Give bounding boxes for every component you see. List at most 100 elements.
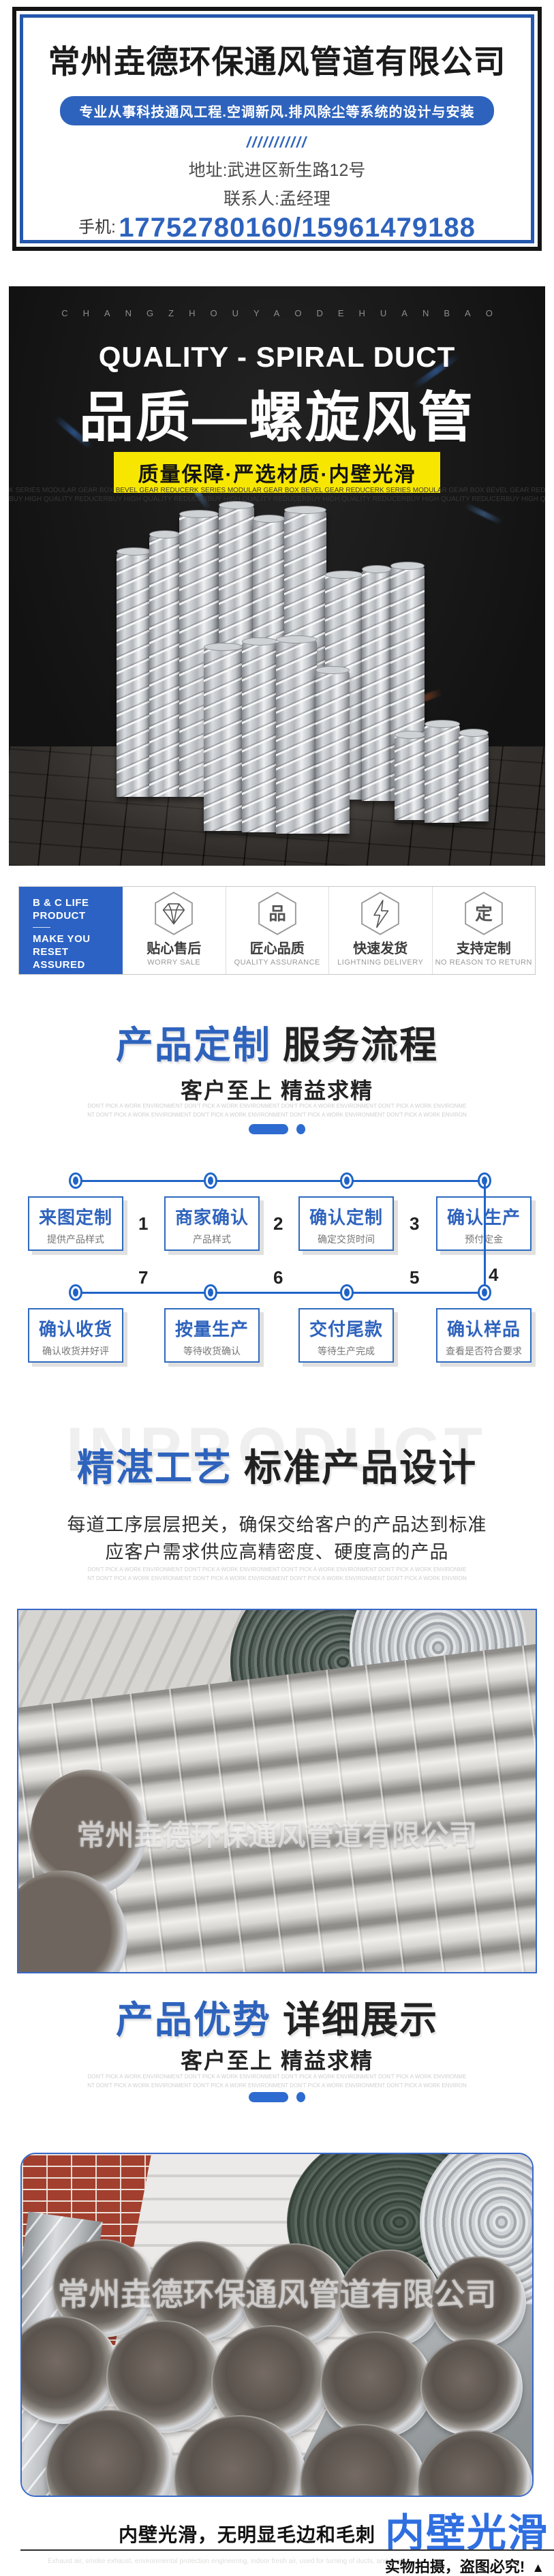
phone-label: 手机: bbox=[78, 218, 116, 237]
flow-step-subtitle: 确认收货并好评 bbox=[42, 1346, 109, 1357]
phone-row: 手机: 17752780160/15961479188 bbox=[23, 213, 531, 243]
section-title-rest: 标准产品设计 bbox=[244, 1446, 478, 1489]
flow-step-title: 按量生产 bbox=[174, 1319, 249, 1339]
footer-caption-row: 内壁光滑，无明显毛边和毛刺 内壁光滑 bbox=[0, 2514, 549, 2554]
flow-step-subtitle: 确定交货时间 bbox=[318, 1234, 375, 1245]
flow-step-subtitle: 等待收货确认 bbox=[183, 1346, 241, 1357]
section-subtitle: 客户至上 精益求精 bbox=[181, 2048, 373, 2073]
hero-brand-letters: CHANGZHOUYAODEHUANBAO bbox=[61, 308, 508, 318]
section-title-flow: 产品定制 服务流程 bbox=[0, 1014, 554, 1069]
phone-numbers: 17752780160/15961479188 bbox=[119, 213, 476, 243]
hero-marquee-line2: BUY HIGH QUALITY REDUCERBUY HIGH QUALITY… bbox=[9, 496, 545, 503]
flow-number: 6 bbox=[273, 1267, 283, 1288]
flow-step: 按量生产 等待收货确认 bbox=[164, 1308, 260, 1363]
header-card: 常州垚德环保通风管道有限公司 专业从事科技通风工程.空调新风.排风除尘等系统的设… bbox=[12, 7, 542, 251]
tagline-pill: 专业从事科技通风工程.空调新风.排风除尘等系统的设计与安装 bbox=[60, 96, 494, 125]
gem-icon bbox=[155, 892, 194, 935]
feature-title: 匠心品质 bbox=[249, 941, 305, 956]
flow-node bbox=[204, 1284, 217, 1301]
spiral-duct-pipe bbox=[316, 666, 350, 834]
flow-step-title: 交付尾款 bbox=[309, 1319, 383, 1339]
panel-line: PRODUCT bbox=[33, 910, 86, 922]
spiral-duct-pipe bbox=[459, 729, 489, 821]
hero-banner: CHANGZHOUYAODEHUANBAO QUALITY - SPIRAL D… bbox=[9, 286, 545, 866]
photo-watermark: 常州垚德环保通风管道有限公司 bbox=[76, 1819, 478, 1852]
panel-divider bbox=[33, 927, 50, 928]
flow-step: 交付尾款 等待生产完成 bbox=[298, 1308, 394, 1363]
blue-dash-decoration bbox=[0, 2091, 554, 2104]
flow-number: 2 bbox=[273, 1213, 283, 1234]
flow-node bbox=[69, 1172, 82, 1189]
section-title-craft: 精湛工艺 标准产品设计 bbox=[0, 1437, 554, 1491]
hero-title-cn: 品质—螺旋风管 bbox=[79, 387, 475, 448]
photo-watermark: 常州垚德环保通风管道有限公司 bbox=[57, 2277, 497, 2313]
flow-node bbox=[478, 1284, 491, 1301]
panel-line: RESET ASSURED bbox=[33, 946, 85, 971]
section-title-accent: 产品优势 bbox=[115, 1999, 271, 2041]
flow-step-subtitle: 提供产品样式 bbox=[47, 1234, 104, 1245]
product-photo-duct-ends: 常州垚德环保通风管道有限公司 bbox=[20, 2153, 534, 2497]
flow-step-title: 确认生产 bbox=[437, 1204, 530, 1229]
flow-node bbox=[204, 1172, 217, 1189]
section-title-rest: 详细展示 bbox=[283, 1999, 439, 2041]
duct-opening bbox=[339, 2249, 441, 2348]
spiral-duct-pipe bbox=[149, 530, 181, 797]
header-card-inner: 常州垚德环保通风管道有限公司 专业从事科技通风工程.空调新风.排风除尘等系统的设… bbox=[20, 14, 534, 243]
feature-item-quality: 品 匠心品质 QUALITY ASSURANCE bbox=[225, 887, 329, 974]
section-subtitle: 客户至上 精益求精 bbox=[181, 1078, 373, 1103]
footer-caption: 内壁光滑，无明显毛边和毛刺 bbox=[118, 2524, 375, 2545]
feature-subtitle: NO REASON TO RETURN bbox=[435, 958, 532, 967]
flow-connector-line bbox=[484, 1180, 486, 1293]
flow-step-title: 商家确认 bbox=[174, 1207, 249, 1228]
craft-paragraph-line2: 应客户需求供应高精密度、硬度高的产品 bbox=[105, 1542, 449, 1562]
flow-line bbox=[76, 1180, 484, 1182]
spiral-duct-pipe bbox=[395, 731, 426, 820]
flow-step-subtitle: 产品样式 bbox=[193, 1234, 231, 1245]
address-text: 地址:武进区新生路12号 bbox=[188, 161, 366, 180]
flow-line bbox=[76, 1292, 484, 1294]
spiral-duct-pipe bbox=[204, 643, 243, 831]
feature-subtitle: WORRY SALE bbox=[147, 958, 201, 967]
product-photo-stacked-ducts: 常州垚德环保通风管道有限公司 bbox=[17, 1609, 537, 1973]
service-flow-diagram: 来图定制 提供产品样式 商家确认 产品样式 确认定制 确定交货时间 确认生产 预… bbox=[18, 1155, 536, 1380]
panel-line: MAKE YOU bbox=[33, 933, 91, 945]
feature-item-custom: 定 支持定制 NO REASON TO RETURN bbox=[431, 887, 536, 974]
hero-title-en: QUALITY - SPIRAL DUCT bbox=[98, 341, 456, 373]
flow-step: 确认定制 确定交货时间 bbox=[298, 1196, 394, 1251]
flow-step-title: 来图定制 bbox=[38, 1207, 112, 1228]
flow-step: 确认收货 确认收货并好评 bbox=[28, 1308, 123, 1363]
slashes-decoration: /////////// bbox=[246, 134, 308, 151]
fineprint-text: DON'T PICK A WORK ENVIRONMENT DON'T PICK… bbox=[87, 1566, 467, 1581]
flow-step: 确认样品 查看是否符合要求 bbox=[436, 1308, 532, 1363]
flow-number: 7 bbox=[138, 1267, 149, 1288]
flow-step-subtitle: 查看是否符合要求 bbox=[446, 1346, 522, 1357]
company-name: 常州垚德环保通风管道有限公司 bbox=[48, 44, 506, 80]
flow-node bbox=[69, 1284, 82, 1301]
duct-opening bbox=[299, 2423, 426, 2496]
lightning-icon bbox=[361, 892, 400, 935]
flow-node bbox=[340, 1284, 354, 1301]
feature-item-after-sale: 贴心售后 WORRY SALE bbox=[123, 887, 226, 974]
duct-opening bbox=[22, 2316, 119, 2424]
hero-product-image bbox=[104, 453, 499, 835]
feature-title: 支持定制 bbox=[456, 941, 511, 956]
feature-subtitle: LIGHTNING DELIVERY bbox=[337, 958, 424, 967]
features-brand-panel: B & C LIFE PRODUCT MAKE YOU RESET ASSURE… bbox=[19, 887, 123, 974]
duct-opening bbox=[320, 2331, 433, 2439]
flow-step: 来图定制 提供产品样式 bbox=[28, 1196, 123, 1251]
svg-text:定: 定 bbox=[475, 903, 493, 924]
flow-number: 5 bbox=[410, 1267, 420, 1288]
hero-marquee-line1: K SERIES MODULAR GEAR BOX BEVEL GEAR RED… bbox=[9, 487, 545, 494]
section-title-rest: 服务流程 bbox=[283, 1024, 439, 1066]
footer-divider bbox=[20, 2549, 554, 2551]
feature-title: 贴心售后 bbox=[147, 941, 202, 956]
craft-watermark: INPRODUCT bbox=[66, 1415, 488, 1485]
spiral-duct-pipe bbox=[276, 635, 317, 834]
fineprint-text: DON'T PICK A WORK ENVIRONMENT DON'T PICK… bbox=[87, 1103, 467, 1118]
section-title-advantage: 产品优势 详细展示 bbox=[0, 1989, 554, 2044]
section-title-accent: 精湛工艺 bbox=[76, 1446, 232, 1489]
duct-opening bbox=[420, 2338, 523, 2436]
spiral-duct-pipe bbox=[425, 720, 460, 823]
spiral-duct-pipe bbox=[362, 565, 392, 801]
